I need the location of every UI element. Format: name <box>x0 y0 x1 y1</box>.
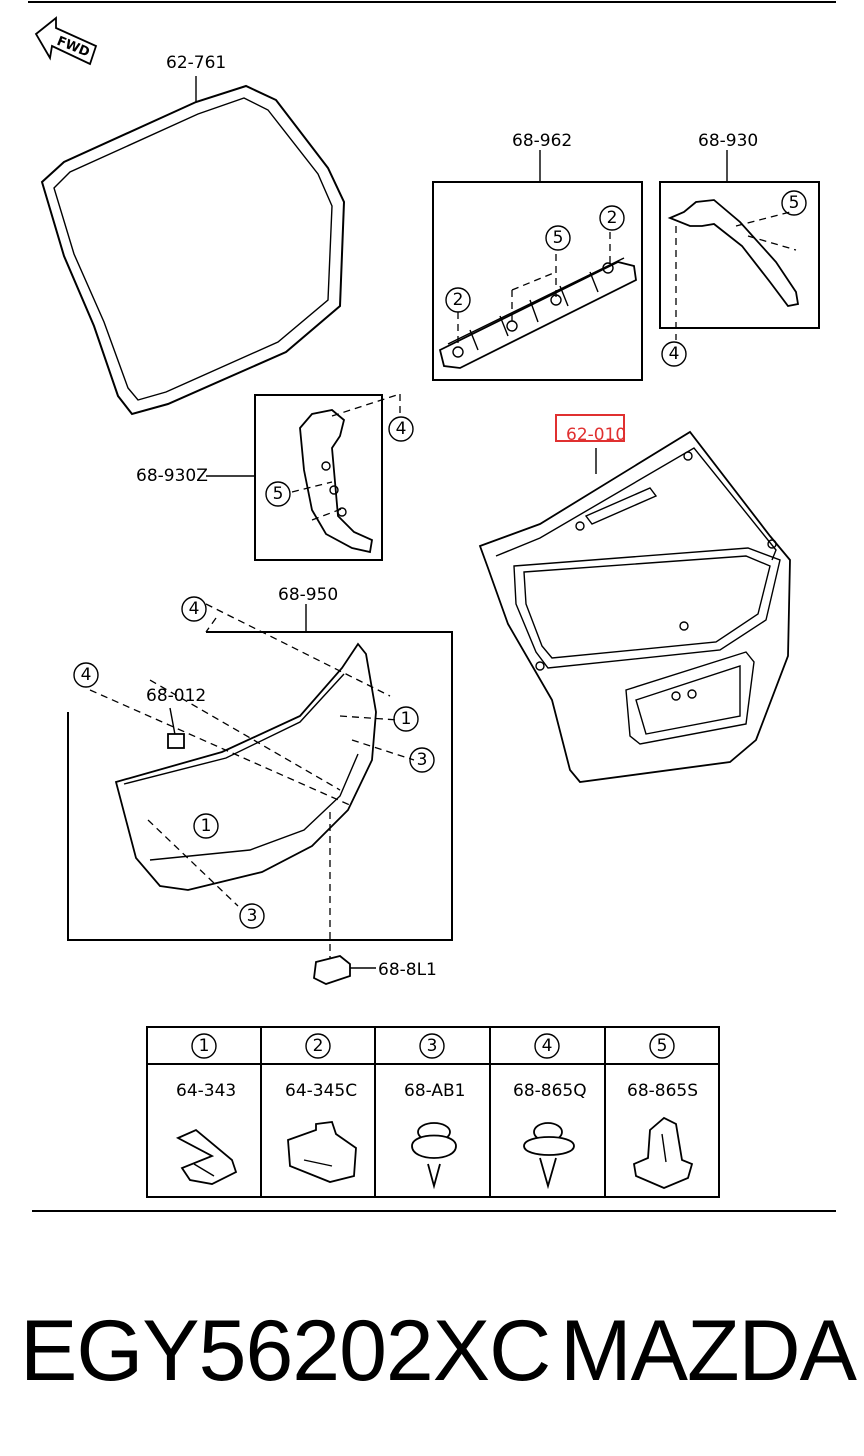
table-part-2: 64-345C <box>285 1081 357 1101</box>
table-part-4: 68-865Q <box>513 1081 587 1101</box>
circle-4c: 4 <box>189 599 200 619</box>
table-index-5: 5 <box>657 1036 668 1056</box>
circle-5a: 5 <box>553 228 564 248</box>
table-index-1: 1 <box>199 1036 210 1056</box>
clip-68-AB1-sketch <box>411 1122 457 1190</box>
callout-62-010: 62-010 <box>566 425 626 445</box>
brand-name: MAZDA <box>560 1303 857 1399</box>
callout-68-012: 68-012 <box>146 686 206 706</box>
fastener-table <box>146 1026 720 1198</box>
part-number: EGY56202XC <box>20 1303 551 1399</box>
table-index-4: 4 <box>542 1036 553 1056</box>
table-index-2: 2 <box>313 1036 324 1056</box>
clip-64-343-sketch <box>175 1128 238 1185</box>
circle-2a: 2 <box>453 290 464 310</box>
circle-4d: 4 <box>81 665 92 685</box>
table-part-1: 64-343 <box>176 1081 236 1101</box>
lower-trim-box <box>67 596 453 960</box>
fwd-arrow-icon: FWD <box>34 16 98 66</box>
liftgate-62-010 <box>478 430 791 783</box>
weatherstrip-62-761 <box>40 76 346 416</box>
callout-68-962: 68-962 <box>512 131 572 151</box>
callout-68-8L1: 68-8L1 <box>378 960 437 980</box>
spoiler-trim-box <box>432 150 643 381</box>
table-part-3: 68-AB1 <box>404 1081 466 1101</box>
table-index-3: 3 <box>427 1036 438 1056</box>
circle-5c: 5 <box>273 484 284 504</box>
highlight-box <box>555 414 625 442</box>
circle-3b: 3 <box>247 906 258 926</box>
callout-68-950: 68-950 <box>278 585 338 605</box>
callout-68-930Z: 68-930Z <box>136 466 208 486</box>
callout-68-930: 68-930 <box>698 131 758 151</box>
side-trim-left-box <box>206 393 414 561</box>
clip-68-865S-sketch <box>632 1116 694 1189</box>
clip-64-345C-sketch <box>287 1121 357 1183</box>
circle-5b: 5 <box>789 193 800 213</box>
circle-3a: 3 <box>417 750 428 770</box>
table-part-5: 68-865S <box>627 1081 698 1101</box>
clip-68-865Q-sketch <box>523 1122 575 1190</box>
light-68-8L1 <box>313 955 376 985</box>
circle-4b: 4 <box>396 419 407 439</box>
callout-62-761: 62-761 <box>166 53 226 73</box>
circle-4a: 4 <box>669 344 680 364</box>
footer: EGY56202XC MAZDA <box>0 1296 864 1406</box>
side-trim-right-box <box>659 150 820 367</box>
circle-1b: 1 <box>201 816 212 836</box>
circle-1a: 1 <box>401 709 412 729</box>
circle-2b: 2 <box>607 208 618 228</box>
